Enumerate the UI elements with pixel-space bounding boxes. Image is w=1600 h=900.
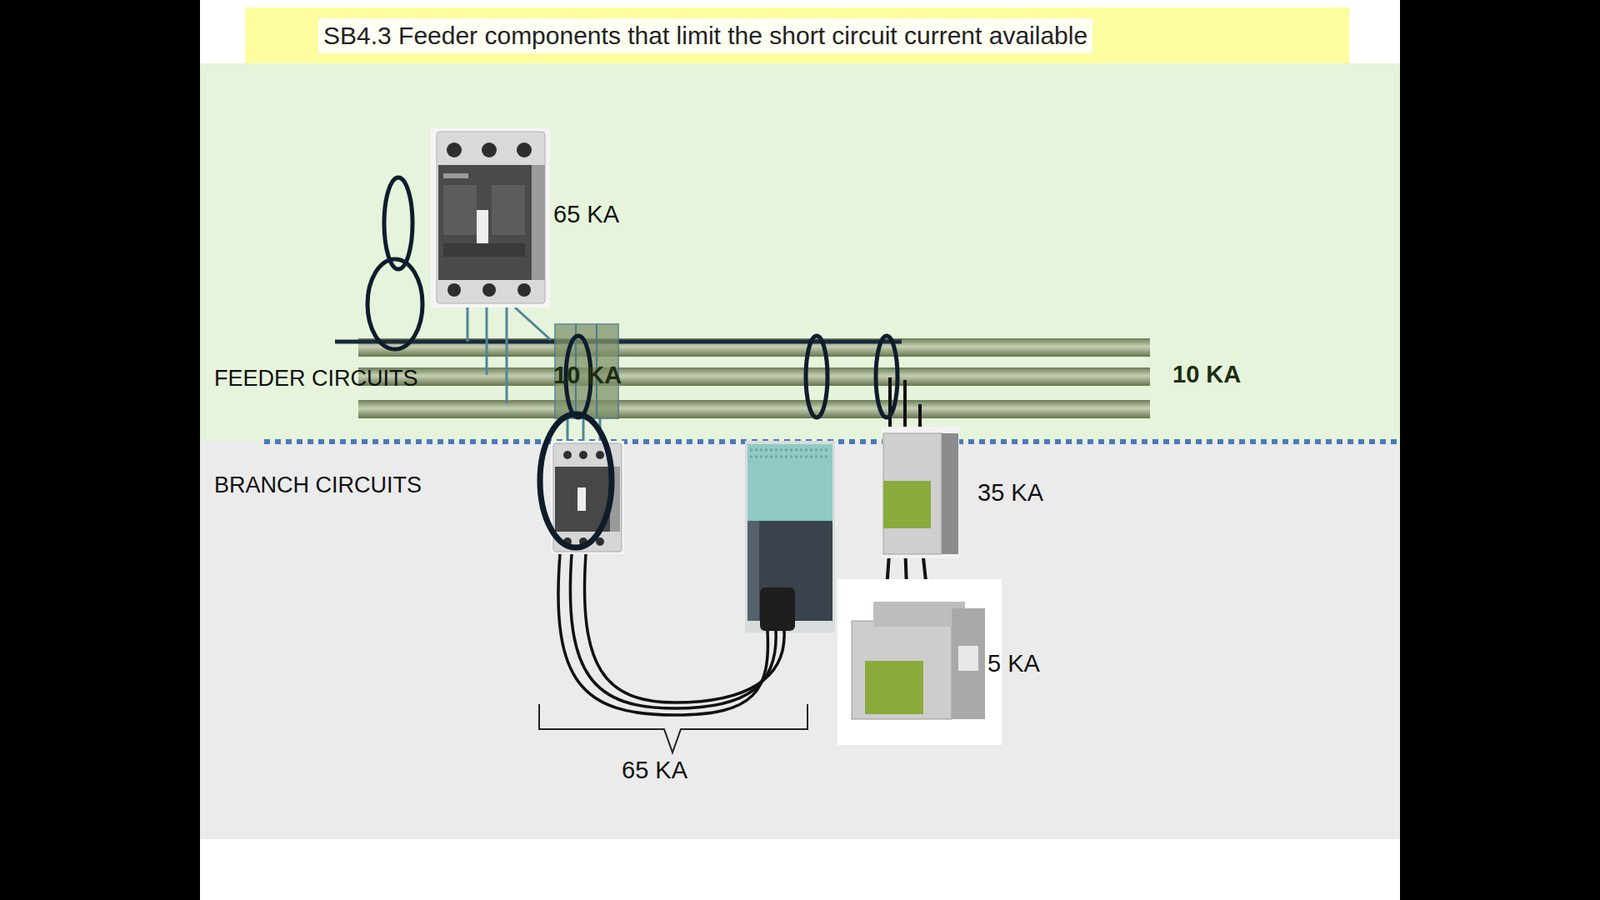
rating-label: 65 KA — [621, 756, 688, 785]
circuit-zone: BRANCH CIRCUITS — [200, 440, 1400, 840]
title-text: SB4.3 Feeder components that limit the s… — [318, 18, 1093, 54]
rating-label: 10 KA — [553, 361, 622, 390]
rating-label: 5 KA — [987, 650, 1040, 678]
zone-label: FEEDER CIRCUITS — [214, 365, 419, 392]
rating-label: 35 KA — [977, 479, 1044, 507]
rating-label: 65 KA — [553, 200, 620, 229]
title-bar: SB4.3 Feeder components that limit the s… — [245, 7, 1350, 64]
zone-label: BRANCH CIRCUITS — [214, 472, 422, 499]
rating-label: 10 KA — [1172, 360, 1241, 389]
